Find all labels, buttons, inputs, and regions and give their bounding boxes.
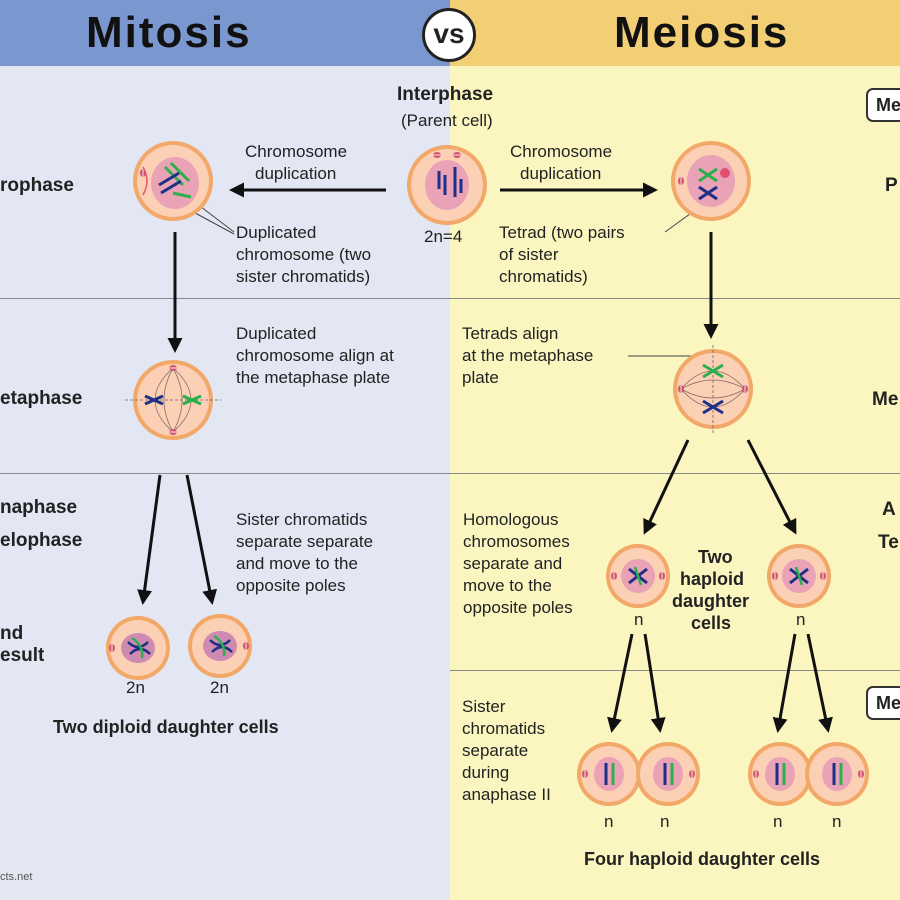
meiosis-tetrad-label-2: of sister <box>499 245 559 264</box>
meiosis-duplication-label-1: Chromosome <box>510 142 613 161</box>
vs-badge: vs <box>422 8 476 62</box>
mitosis-duplicated-label-2: chromosome (two <box>236 245 372 264</box>
arrow-m2-2 <box>643 633 666 733</box>
interphase-subtitle: (Parent cell) <box>401 111 493 130</box>
meiosis-homologous-label-3: separate and <box>463 554 563 573</box>
meiosis-n-label-4: n <box>660 812 670 831</box>
meiosis-final-cell-2 <box>636 742 700 806</box>
mitosis-duplication-label-1: Chromosome <box>245 142 348 161</box>
meiosis-result-caption: Four haploid daughter cells <box>584 849 821 869</box>
mitosis-separate-label-3: and move to the <box>236 554 358 573</box>
meiosis-metaphase-cell <box>673 345 753 433</box>
interphase-ploidy: 2n=4 <box>424 227 463 246</box>
mitosis-duplicated-label-3: sister chromatids) <box>236 267 371 286</box>
right-phase-metaphase: Me <box>872 389 899 410</box>
mitosis-duplication-label-2: duplication <box>255 164 337 183</box>
meiosis-duplication-label-2: duplication <box>520 164 602 183</box>
mitosis-daughter-cell-2 <box>188 614 252 678</box>
arrow-m2-4 <box>806 633 833 733</box>
arrow-mitosis-left-daughter <box>137 474 162 605</box>
interphase-cell <box>407 145 487 225</box>
meiosis-homologous-label-1: Homologous <box>463 510 559 529</box>
interphase-title: Interphase <box>397 84 494 105</box>
meiosis-2-badge: Me <box>866 686 900 720</box>
mitosis-ploidy-1: 2n <box>126 678 145 697</box>
left-phase-metaphase: etaphase <box>0 388 83 409</box>
right-phase-prophase: P <box>885 175 898 196</box>
meiosis-n-label-2: n <box>796 610 806 629</box>
mitosis-title: Mitosis <box>86 8 252 57</box>
meiosis-tetrad-label-1: Tetrad (two pairs <box>499 223 625 242</box>
mitosis-align-label-1: Duplicated <box>236 324 317 343</box>
meiosis-sister-label-3: separate <box>462 741 529 760</box>
mitosis-metaphase-cell <box>125 360 221 440</box>
arrow-m2-1 <box>607 633 634 733</box>
arrows <box>137 182 833 733</box>
mitosis-ploidy-2: 2n <box>210 678 229 697</box>
mitosis-background <box>0 0 450 900</box>
meiosis-homologous-label-5: opposite poles <box>463 598 573 617</box>
row-divider-3 <box>450 670 900 671</box>
meiosis-align-label-1: Tetrads align <box>462 324 559 343</box>
meiosis-sister-label-5: anaphase II <box>462 785 551 804</box>
left-phase-prophase: rophase <box>0 175 74 196</box>
left-phase-end: nd <box>0 623 24 644</box>
left-phase-telophase: elophase <box>0 530 83 551</box>
mitosis-align-label-3: the metaphase plate <box>236 368 391 387</box>
meiosis-final-cell-3 <box>748 742 812 806</box>
watermark: cts.net <box>0 871 33 883</box>
mitosis-daughter-cell-1 <box>106 616 170 680</box>
meiosis-sister-label-1: Sister <box>462 697 506 716</box>
mitosis-prophase-cell <box>133 141 213 221</box>
meiosis-two-haploid-2: haploid <box>680 569 744 589</box>
meiosis-tetrad-label-3: chromatids) <box>499 267 588 286</box>
arrow-meiosis-left <box>643 439 690 535</box>
meiosis-sister-label-2: chromatids <box>462 719 546 738</box>
mitosis-separate-label-1: Sister chromatids <box>236 510 368 529</box>
mitosis-duplicated-label-1: Duplicated <box>236 223 317 242</box>
meiosis-homologous-label-4: move to the <box>463 576 552 595</box>
mitosis-separate-label-4: opposite poles <box>236 576 346 595</box>
meiosis-haploid-cell-2 <box>767 544 831 608</box>
mitosis-align-label-2: chromosome align at <box>236 346 394 365</box>
meiosis-two-haploid-1: Two <box>698 547 733 567</box>
arrow-mitosis-right-daughter <box>185 474 218 605</box>
row-divider-1 <box>0 298 900 299</box>
meiosis-haploid-cell-1 <box>606 544 670 608</box>
mitosis-header-bar <box>0 0 450 66</box>
left-phase-result: esult <box>0 645 45 666</box>
meiosis-header-bar <box>450 0 900 66</box>
meiosis-1-badge: Me <box>866 88 900 122</box>
arrow-m2-3 <box>772 633 797 733</box>
arrow-meiosis-right <box>746 439 797 535</box>
meiosis-two-haploid-4: cells <box>691 613 732 633</box>
left-phase-anaphase: naphase <box>0 497 78 518</box>
meiosis-align-label-3: plate <box>462 368 499 387</box>
meiosis-title: Meiosis <box>614 8 790 57</box>
mitosis-separate-label-2: separate separate <box>236 532 374 551</box>
row-divider-2 <box>0 473 900 474</box>
meiosis-homologous-label-2: chromosomes <box>463 532 570 551</box>
meiosis-n-label-1: n <box>634 610 644 629</box>
meiosis-n-label-3: n <box>604 812 614 831</box>
meiosis-n-label-5: n <box>773 812 783 831</box>
meiosis-two-haploid-3: daughter <box>672 591 750 611</box>
right-phase-anaphase: A <box>882 499 896 520</box>
right-phase-telophase: Te <box>878 532 899 553</box>
meiosis-prophase-cell <box>671 141 751 221</box>
meiosis-n-label-6: n <box>832 812 842 831</box>
meiosis-final-cell-1 <box>577 742 641 806</box>
mitosis-result-caption: Two diploid daughter cells <box>53 717 279 737</box>
meiosis-final-cell-4 <box>805 742 869 806</box>
meiosis-align-label-2: at the metaphase <box>462 346 594 365</box>
meiosis-sister-label-4: during <box>462 763 510 782</box>
